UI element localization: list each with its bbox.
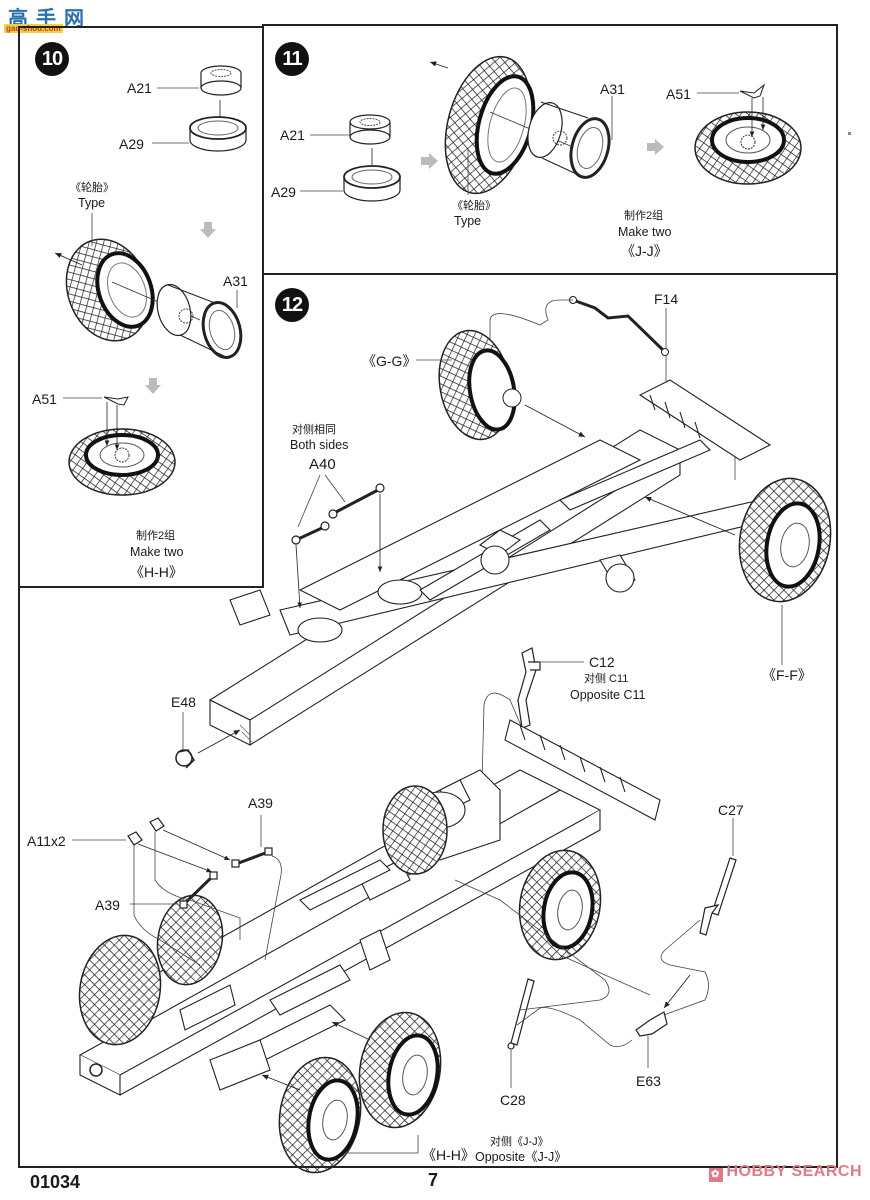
step11-hub-a21 — [349, 114, 391, 145]
step11-panel — [262, 24, 838, 275]
ref-label-ff: 《F-F》 — [762, 667, 812, 683]
step12-part-c28 — [507, 978, 535, 1050]
opposite-jj-en: Opposite《J-J》 — [475, 1150, 567, 1164]
step11-tire — [444, 55, 536, 195]
part-label-a31: A31 — [223, 273, 248, 289]
step12-a40-rods — [291, 483, 385, 545]
part-label-a40: A40 — [309, 456, 336, 473]
step12-wheel-rear-left-2 — [156, 894, 224, 986]
tire-label-cn: 《轮胎》 — [70, 182, 114, 194]
part-label-a39-left: A39 — [95, 897, 120, 913]
step10-hub-a21 — [200, 65, 242, 96]
part-label-f14: F14 — [654, 291, 679, 307]
step12-part-e63 — [635, 1011, 668, 1037]
step11-arrow-right-1 — [421, 153, 438, 169]
part-label-a51: A51 — [32, 391, 57, 407]
part-label-a21: A21 — [280, 127, 305, 143]
part-label-c28: C28 — [500, 1092, 526, 1108]
make-two-cn: 制作2组 — [136, 530, 176, 542]
tire-label-en: Type — [454, 214, 482, 228]
opposite-c11-cn: 对侧 C11 — [584, 673, 629, 685]
step12-wheel-gg — [438, 329, 522, 441]
step12-wheel-front-right — [518, 849, 602, 961]
ref-label-jj: 《J-J》 — [621, 243, 668, 259]
ref-label-gg: 《G-G》 — [362, 353, 417, 369]
both-sides-cn: 对侧相同 — [292, 424, 336, 436]
step12-part-c12 — [517, 647, 541, 729]
part-label-a29: A29 — [119, 136, 144, 152]
make-two-en: Make two — [130, 545, 184, 559]
part-label-c27: C27 — [718, 802, 744, 818]
step12-part-c27 — [699, 857, 737, 936]
step-10-badge: 10 — [35, 42, 69, 76]
part-label-a11x2: A11x2 — [27, 833, 66, 849]
ref-label-hh-bottom: 《H-H》 — [422, 1147, 475, 1163]
step10-arrow-down-1 — [200, 222, 216, 238]
step12-tow-hook — [89, 1063, 103, 1077]
step10-rim-a29 — [189, 116, 247, 152]
ref-label-hh: 《H-H》 — [130, 564, 183, 580]
step12-wheel-hh-2 — [358, 1011, 442, 1129]
step12-part-a11 — [127, 817, 165, 846]
gaoshou-watermark-logo: 高手网 gao-shou.com — [4, 2, 99, 36]
opposite-c11-en: Opposite C11 — [570, 688, 646, 702]
step12-wheel-rear-left-1 — [78, 934, 162, 1046]
part-label-a51: A51 — [666, 86, 691, 102]
step10-wheel-a31 — [156, 283, 243, 359]
tire-label-cn: 《轮胎》 — [452, 200, 496, 212]
part-label-a39-top: A39 — [248, 795, 273, 811]
step12-panel — [18, 273, 838, 1168]
make-two-cn: 制作2组 — [624, 210, 664, 222]
step10-arrow-down-2 — [145, 378, 161, 394]
make-two-en: Make two — [618, 225, 672, 239]
hobby-search-text: HOBBY SEARCH — [726, 1163, 862, 1180]
step11-rim-a29 — [343, 165, 401, 202]
part-label-e63: E63 — [636, 1073, 661, 1089]
watermark-url: gao-shou.com — [4, 24, 63, 33]
step12-panel-top-border — [262, 273, 838, 275]
part-label-a29: A29 — [271, 184, 296, 200]
hobby-search-logo-icon: ✿ — [708, 1168, 723, 1182]
tire-label-en: Type — [78, 196, 106, 210]
part-label-c12: C12 — [589, 654, 615, 670]
step12-part-e48 — [175, 749, 195, 769]
page-number: 7 — [428, 1170, 439, 1190]
step10-tire — [65, 238, 155, 342]
step11-wheel-a31 — [527, 101, 611, 179]
part-label-e48: E48 — [171, 694, 196, 710]
opposite-jj-cn: 对侧《J-J》 — [490, 1136, 549, 1148]
step-12-badge: 12 — [275, 288, 309, 322]
step12-wheel-front-top — [382, 785, 448, 875]
hobby-search-watermark: ✿HOBBY SEARCH — [708, 1163, 863, 1182]
both-sides-en: Both sides — [290, 438, 349, 452]
step11-arrow-right-2 — [647, 139, 664, 155]
step12-wheel-hh-1 — [278, 1056, 362, 1174]
step12-wheel-ff — [738, 477, 832, 603]
product-code: 01034 — [30, 1172, 81, 1192]
part-label-a21: A21 — [127, 80, 152, 96]
step12-part-a39 — [179, 847, 273, 909]
step12-chassis-rear — [208, 379, 772, 746]
step10-assembled-wheel — [68, 428, 176, 496]
step11-assembled-wheel — [694, 111, 802, 185]
part-label-a31: A31 — [600, 81, 625, 97]
step-11-badge: 11 — [275, 42, 309, 76]
